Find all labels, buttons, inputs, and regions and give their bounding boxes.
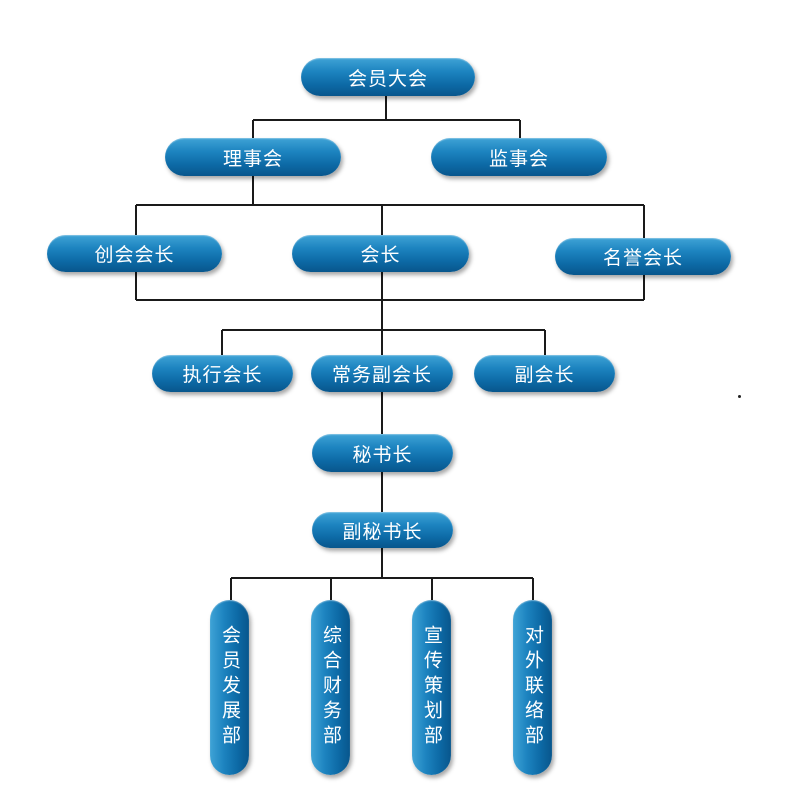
node-founding-president: 创会会长 [47,235,222,272]
node-supervisory-board: 监事会 [431,138,607,176]
node-department-external-liaison: 对外联络部 [513,600,552,775]
node-honorary-president: 名誉会长 [555,238,731,275]
node-secretary-general: 秘书长 [312,434,453,472]
node-council: 理事会 [165,138,341,176]
node-vice-president: 副会长 [474,355,615,392]
node-department-general-finance: 综合财务部 [311,600,350,775]
node-department-publicity-planning: 宣传策划部 [412,600,451,775]
node-deputy-secretary-general: 副秘书长 [312,512,453,548]
node-department-member-development: 会员发展部 [210,600,249,775]
node-executive-president: 执行会长 [152,355,293,392]
node-standing-vice-president: 常务副会长 [311,355,453,392]
stray-dot [738,395,741,398]
node-members-assembly: 会员大会 [301,58,475,96]
node-president: 会长 [292,235,469,272]
